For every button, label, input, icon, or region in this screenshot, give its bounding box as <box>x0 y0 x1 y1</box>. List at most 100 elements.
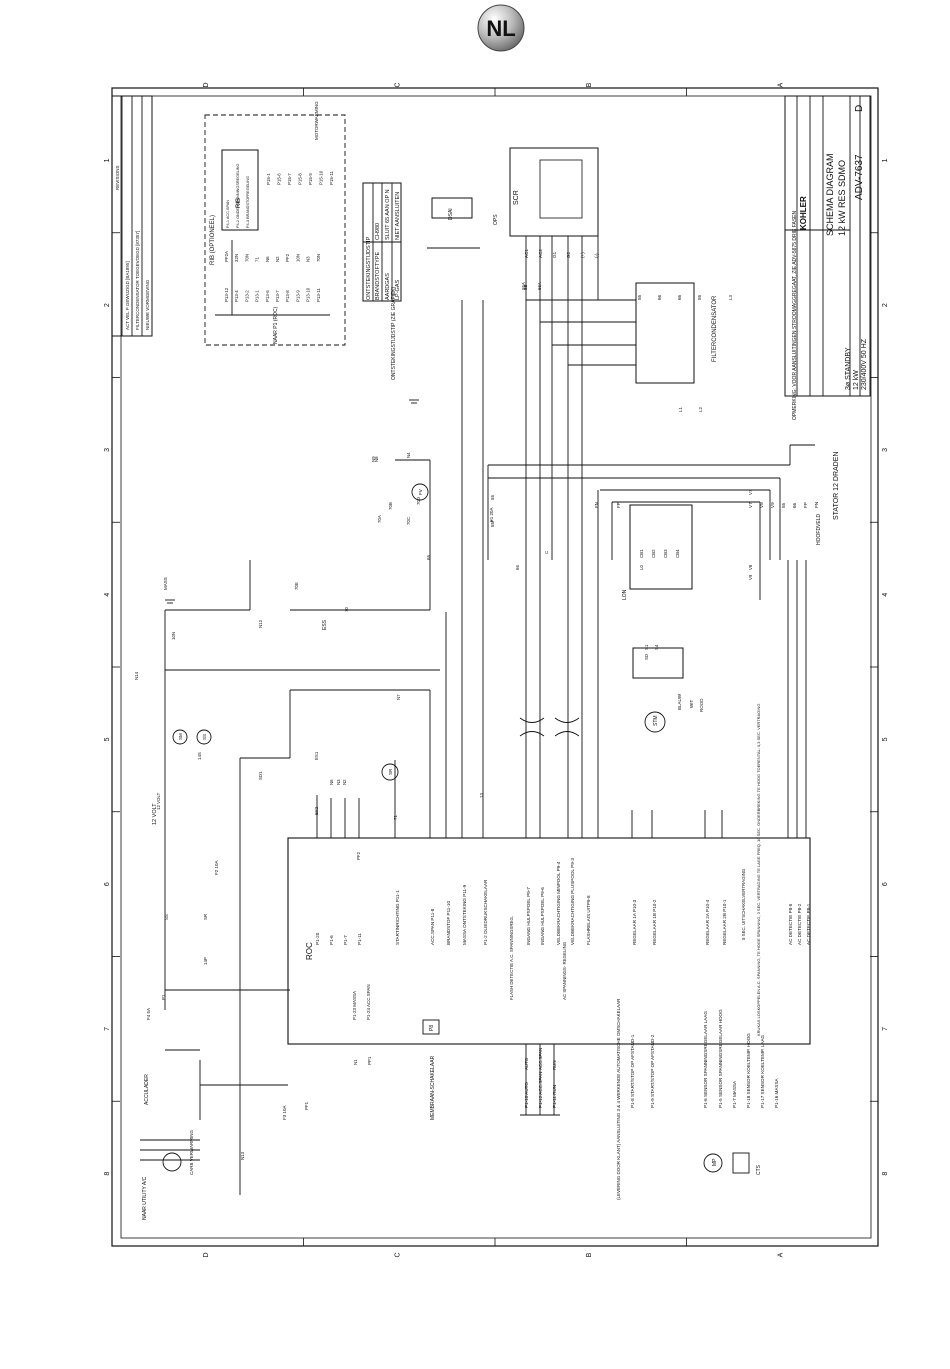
frame-row-label: A <box>777 1252 784 1257</box>
wire-label: FN <box>594 502 599 508</box>
roc-io-label: P1-16 MASSA <box>774 1077 779 1108</box>
sr-label: SR <box>388 768 393 775</box>
frame-row-label: C <box>394 1252 401 1257</box>
roc-terminal-label: P1-7 <box>343 935 348 945</box>
wire-label: 70B <box>388 502 393 510</box>
generator-terminal: V9 <box>770 502 775 508</box>
generator-terminal: 66 <box>792 502 797 508</box>
fuse-f1: F1 20A <box>489 507 494 522</box>
roc-terminal-label: REGELAAR 2B P10-1 <box>722 899 727 945</box>
wire-label: 55 <box>490 495 495 500</box>
hoofdveld-label: HOOFDVELD <box>816 513 822 545</box>
wire-label: ES2 <box>314 806 319 815</box>
rib-function: P4-2 ONDERSPANNINGSREGELING <box>236 163 240 228</box>
frame-col-label: 6 <box>104 882 111 886</box>
fv-label: FV <box>418 489 423 495</box>
roc-terminal-label: P1-11 <box>357 933 362 945</box>
scr-terminal: G2 <box>566 251 571 258</box>
roc-group-label: FLASH DETECTIE A.C. SPANNINGSREG. <box>509 916 514 1000</box>
rib-wire-label: N2 <box>275 256 280 262</box>
filter-terminal: 66 <box>657 294 662 300</box>
wire-label: N1 <box>353 1059 358 1065</box>
rib-terminal: P13-12 <box>224 287 229 302</box>
sm-label: SM <box>178 733 183 740</box>
wire-label: 70D <box>416 497 421 505</box>
fuel-row-key: LP-GAS <box>395 279 401 300</box>
wire-label: PF2 <box>356 851 361 860</box>
rating-standby: 3ø STANDBY <box>845 347 852 390</box>
frame-col-label: 1 <box>104 158 111 162</box>
wire-label: 70 <box>344 607 349 612</box>
roc-terminal-label: INGANG HULPSPOEL P9-7 <box>526 887 531 945</box>
frame-col-label: 8 <box>104 1172 111 1176</box>
roc-terminal-label: VELDBEKRACHTIGING MINPOOL P9-4 <box>556 861 561 945</box>
wire-label: V7 <box>748 489 753 495</box>
rib-wire-label: N3 <box>306 256 311 262</box>
wire-label: 55A <box>521 282 526 290</box>
wire-label: ACC.SPAN <box>538 1048 543 1070</box>
scr-terminal: AC2 <box>538 249 543 258</box>
rib-terminal: P13-7 <box>275 290 280 302</box>
wire-label: L2 <box>698 407 703 412</box>
wire-label: V9 <box>748 574 753 580</box>
revision-row: FILTERCONDENSATOR TOEGEVOEGD [87357] <box>135 231 140 330</box>
title-model: 12 kW RES SDMO <box>837 160 847 236</box>
roc-io-label: P1-6 SENSOR SPANNINGSREGELAAR LAAG <box>703 1011 708 1108</box>
frame-col-label: 8 <box>882 1172 889 1176</box>
rib-terminal: P13-2 <box>244 290 249 302</box>
rib-terminal: P13-4 <box>234 290 239 302</box>
wire-label: N3 <box>336 779 341 785</box>
wire-label: N9 <box>371 456 376 462</box>
wire-label: 6B <box>523 285 528 290</box>
revision-row: NIEUWE VORMGEVING <box>145 279 150 330</box>
cts-label: CTS <box>756 1164 762 1175</box>
roc-io-label: P1-5 SENSOR SPANNINGSREGELAAR HOOG <box>718 1009 723 1108</box>
wire-label: CB4 <box>675 549 680 558</box>
roc-io-label: P1-8 START/STOP OP AFSTAND-1 <box>630 1034 635 1108</box>
wire-label: SD1 <box>258 771 263 780</box>
rib-wire-label: 70N <box>316 254 321 262</box>
rib-wire-label: 71 <box>255 257 260 262</box>
wire-label: 13 <box>479 793 484 798</box>
wire-label: 10N <box>171 632 176 640</box>
roc-terminal-label: AC DETECTIE P8-2 <box>797 903 802 945</box>
wire-label: N4 <box>406 452 411 458</box>
fuel-table: ONTSTEKINGSTIJDSTIP BRANDSTOFTYPE CH980 … <box>366 189 401 300</box>
wire-label: SD <box>644 654 649 660</box>
frame-row-label: B <box>586 1252 593 1257</box>
fuel-row-value: SLUIT 65 AAN OP N <box>385 189 391 240</box>
wire-label: L0 <box>639 565 644 570</box>
frame-col-label: 2 <box>882 303 889 307</box>
utility-label: NAAR UTILITY A/C <box>142 1176 148 1220</box>
wire-label: N12 <box>258 619 263 628</box>
rib-label: RIB (OPTIONEEL) <box>210 215 216 265</box>
roc-group-label: AC SPANNINGS- REGELING <box>562 941 567 1000</box>
frame-col-label: 7 <box>882 1027 889 1031</box>
carb-label: CARB VERWARMING <box>189 1129 194 1175</box>
rib-output: P15-11 <box>329 171 334 185</box>
generator-terminal: FN <box>814 502 819 508</box>
rib-terminal: P13-8 <box>285 290 290 302</box>
rib-terminal: P13-10 <box>306 287 311 302</box>
fuse-f3: F3 10A <box>282 1105 287 1120</box>
p8-label: P8 <box>429 1025 435 1031</box>
wire-label: 12 VOLT <box>156 792 161 810</box>
mp-label: MP <box>712 1158 718 1166</box>
roc-p1-23: P1-23 MASSA <box>352 991 357 1020</box>
generator-terminal: 55 <box>781 502 786 508</box>
frame-row-label: B <box>586 82 593 87</box>
frame-col-label: 6 <box>882 882 889 886</box>
title-revision: D <box>854 105 865 112</box>
rib-terminal: P13-11 <box>316 288 321 302</box>
component-labels: ROC RIB (OPTIONEEL) RIB NAAR P1 (ROC) MO… <box>142 101 822 1220</box>
wire-label: 66A <box>537 282 542 290</box>
rib-output: P15-8 <box>298 173 303 185</box>
fuel-row-key: AARDGAS <box>385 273 391 300</box>
frame-col-label: 4 <box>882 593 889 597</box>
naar-p1-label: NAAR P1 (ROC) <box>273 306 279 344</box>
rib-wire-label: 70N <box>244 254 249 262</box>
scr-terminal: (-) <box>594 253 599 258</box>
fuel-table-header: ONTSTEKINGSTIJDSTIP <box>366 236 372 300</box>
mass-label: MASS <box>163 577 168 590</box>
generator-terminal: V7 <box>748 502 753 508</box>
